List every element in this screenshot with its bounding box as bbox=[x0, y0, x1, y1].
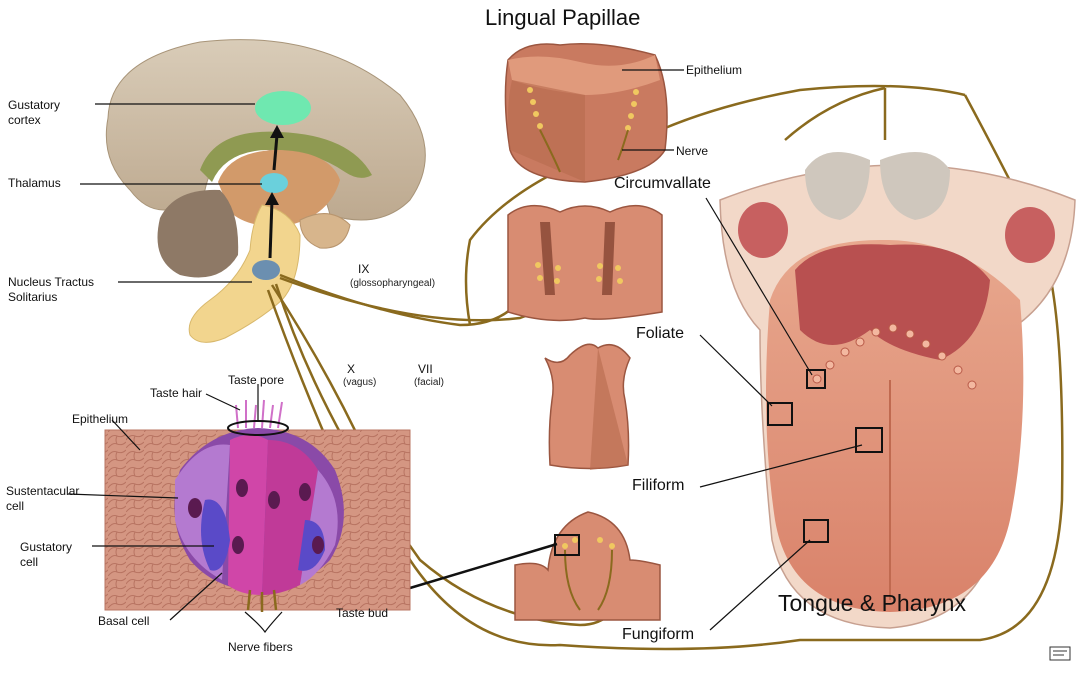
cerebellum bbox=[299, 213, 351, 249]
label-taste-hair: Taste hair bbox=[150, 386, 203, 400]
label-fungiform: Fungiform bbox=[622, 626, 695, 643]
label-circumvallate: Circumvallate bbox=[614, 175, 711, 192]
label-taste-pore: Taste pore bbox=[228, 373, 285, 387]
fungiform-papilla-illustration bbox=[514, 511, 661, 621]
foliate-highlight bbox=[767, 402, 793, 426]
artist-signature bbox=[1049, 646, 1071, 661]
label-papilla-epithelium: Epithelium bbox=[686, 63, 743, 77]
label-nerve-ix-name: (glossopharyngeal) bbox=[350, 278, 436, 289]
brainstem bbox=[188, 204, 301, 343]
label-taste-bud: Taste bud bbox=[336, 606, 389, 620]
label-nerve-x: X bbox=[347, 362, 356, 376]
filiform-highlight bbox=[855, 427, 883, 453]
label-nerve-vii: VII bbox=[418, 362, 433, 376]
fungiform-highlight bbox=[803, 519, 829, 543]
label-gustatory-cortex: Gustatory cortex bbox=[8, 98, 61, 127]
circumvallate-highlight bbox=[806, 369, 826, 389]
nts-region bbox=[252, 260, 280, 280]
label-foliate: Foliate bbox=[636, 325, 685, 342]
label-tongue-pharynx: Tongue & Pharynx bbox=[778, 590, 966, 616]
gustatory-cortex-region bbox=[255, 91, 311, 125]
label-gustatory-cell: Gustatory cell bbox=[20, 540, 73, 569]
diagram-title: Lingual Papillae bbox=[485, 5, 641, 30]
label-nucleus-tractus-solitarius: Nucleus Tractus Solitarius bbox=[8, 275, 95, 304]
brain-illustration bbox=[105, 39, 426, 343]
label-thalamus: Thalamus bbox=[8, 176, 61, 190]
taste-bud-illustration bbox=[104, 399, 411, 612]
nts-to-thalamus-arrow bbox=[268, 199, 274, 259]
label-nerve-fibers: Nerve fibers bbox=[228, 640, 293, 654]
thalamus-region bbox=[260, 173, 288, 193]
temporal-lobe bbox=[157, 189, 239, 278]
circumvallate-papilla-illustration bbox=[504, 43, 668, 183]
label-nerve-ix: IX bbox=[358, 262, 370, 276]
cerebrum bbox=[105, 39, 426, 221]
label-filiform: Filiform bbox=[632, 477, 685, 494]
thalamus-to-cortex-arrow bbox=[272, 134, 279, 171]
cingulate-region bbox=[200, 131, 372, 182]
label-basal-cell: Basal cell bbox=[98, 614, 150, 628]
tongue-illustration bbox=[719, 152, 1076, 629]
label-nerve-vii-name: (facial) bbox=[414, 377, 445, 388]
label-papilla-nerve: Nerve bbox=[676, 144, 709, 158]
filiform-papilla-illustration bbox=[544, 343, 631, 470]
foliate-papilla-illustration bbox=[507, 205, 663, 322]
label-nerve-x-name: (vagus) bbox=[343, 377, 377, 388]
label-taste-bud-epithelium: Epithelium bbox=[72, 412, 129, 426]
label-sustentacular-cell: Sustentacular cell bbox=[6, 484, 80, 513]
taste-pore-ring bbox=[227, 420, 289, 436]
